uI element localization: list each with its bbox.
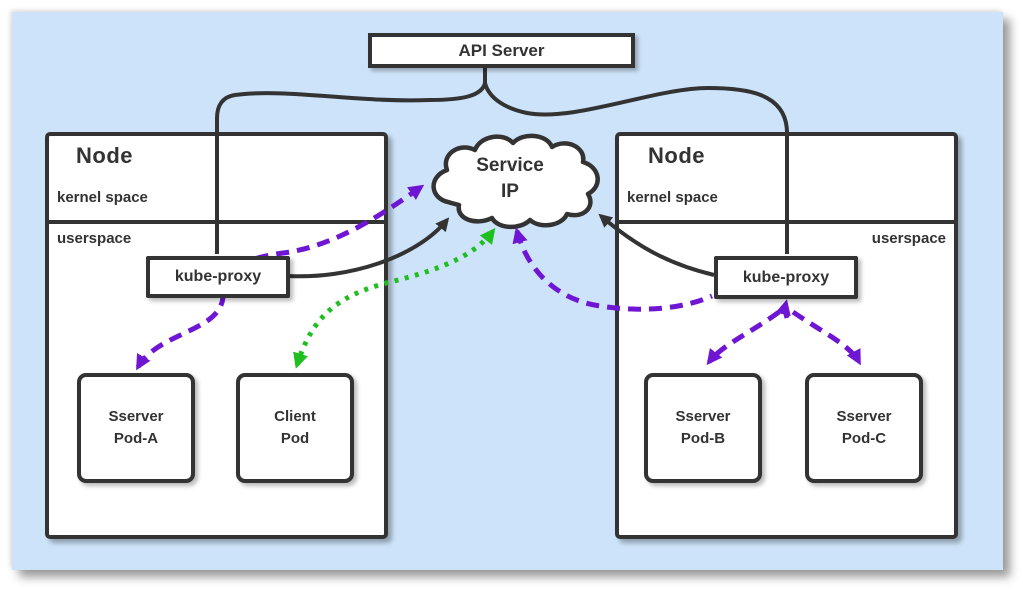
pod-server-b: Sserver Pod-B (644, 373, 762, 483)
node-right-title: Node (648, 143, 705, 168)
node-left-userspace-label: userspace (57, 230, 132, 247)
service-ip-label-line2: IP (501, 180, 519, 202)
pod-server-b-label-line2: Pod-B (680, 430, 726, 447)
service-ip-label: Service IP (445, 153, 575, 204)
node-left-space-divider (45, 220, 388, 224)
kube-proxy-right-label: kube-proxy (742, 268, 830, 286)
pod-server-a-label-line2: Pod-A (113, 430, 159, 447)
node-right-userspace-label: userspace (871, 230, 946, 247)
pod-client-label-line2: Pod (280, 430, 310, 447)
node-left-kernel-space-label: kernel space (57, 189, 148, 206)
pod-server-a-label-line1: Sserver (108, 408, 164, 426)
pod-server-c: Sserver Pod-C (805, 373, 923, 483)
pod-server-a: Sserver Pod-A (77, 373, 195, 483)
api-server-box: API Server (368, 33, 635, 68)
pod-client-label-line1: Client (274, 408, 316, 426)
pod-client: Client Pod (236, 373, 354, 483)
pod-server-c-label-line1: Sserver (836, 408, 892, 426)
kube-proxy-left-box: kube-proxy (146, 256, 290, 298)
pod-server-b-label-line1: Sserver (675, 408, 731, 426)
node-right-space-divider (615, 220, 958, 224)
service-ip-label-line1: Service (476, 155, 544, 176)
kube-proxy-right-box: kube-proxy (714, 256, 858, 299)
kube-proxy-left-label: kube-proxy (174, 268, 262, 285)
node-left-title: Node (76, 143, 133, 168)
node-right-kernel-space-label: kernel space (627, 189, 718, 206)
api-server-label: API Server (458, 40, 545, 60)
pod-server-c-label-line2: Pod-C (841, 430, 887, 447)
